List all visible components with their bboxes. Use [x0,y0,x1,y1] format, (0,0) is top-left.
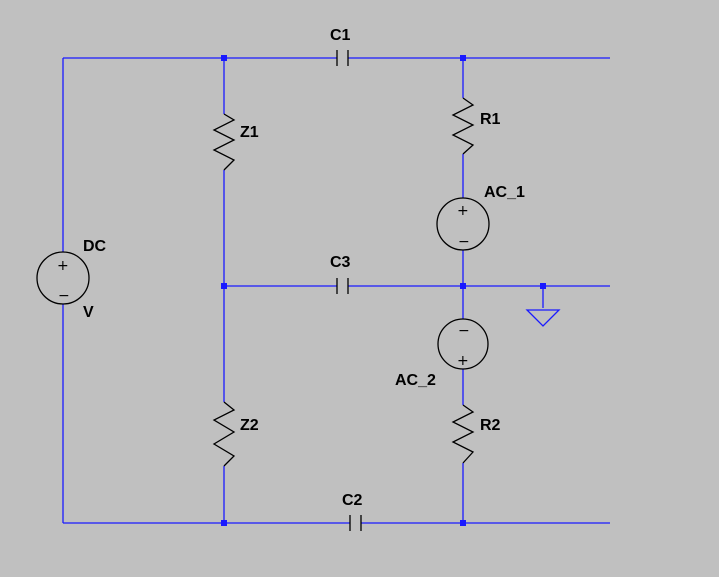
r1-label: R1 [480,111,501,128]
c2-label: C2 [342,492,363,509]
r2-label: R2 [480,417,501,434]
ac2-plus-sign: + [457,353,469,369]
voltage-source-dc[interactable]: + − DC V [36,238,107,321]
junction-dot [540,283,546,289]
dc-value-label: V [83,304,94,321]
dc-plus-sign: + [57,258,69,274]
junctions [221,55,546,526]
junction-dot [460,520,466,526]
capacitor-c3[interactable]: C3 [330,254,351,294]
z2-label: Z2 [240,417,259,434]
junction-dot [221,520,227,526]
impedance-z1[interactable]: Z1 [212,113,259,171]
ac2-minus-sign: − [458,323,470,339]
dc-minus-sign: − [58,288,70,304]
capacitor-c1[interactable]: C1 [330,27,351,66]
junction-dot [460,55,466,61]
junction-dot [460,283,466,289]
ground-icon[interactable] [525,309,561,327]
capacitor-c2[interactable]: C2 [342,492,363,531]
c3-label: C3 [330,254,351,271]
junction-dot [221,283,227,289]
ac1-label: AC_1 [484,184,525,201]
dc-name-label: DC [83,238,107,255]
ac2-label: AC_2 [395,372,436,389]
ac1-plus-sign: + [457,203,469,219]
z1-label: Z1 [240,124,259,141]
voltage-source-ac2[interactable]: − + AC_2 [395,318,489,389]
resistor-r2[interactable]: R2 [451,404,501,464]
junction-dot [221,55,227,61]
impedance-z2[interactable]: Z2 [212,401,259,467]
ac1-minus-sign: − [458,234,470,250]
voltage-source-ac1[interactable]: + − AC_1 [436,184,525,251]
resistor-r1[interactable]: R1 [451,97,501,155]
c1-label: C1 [330,27,351,44]
